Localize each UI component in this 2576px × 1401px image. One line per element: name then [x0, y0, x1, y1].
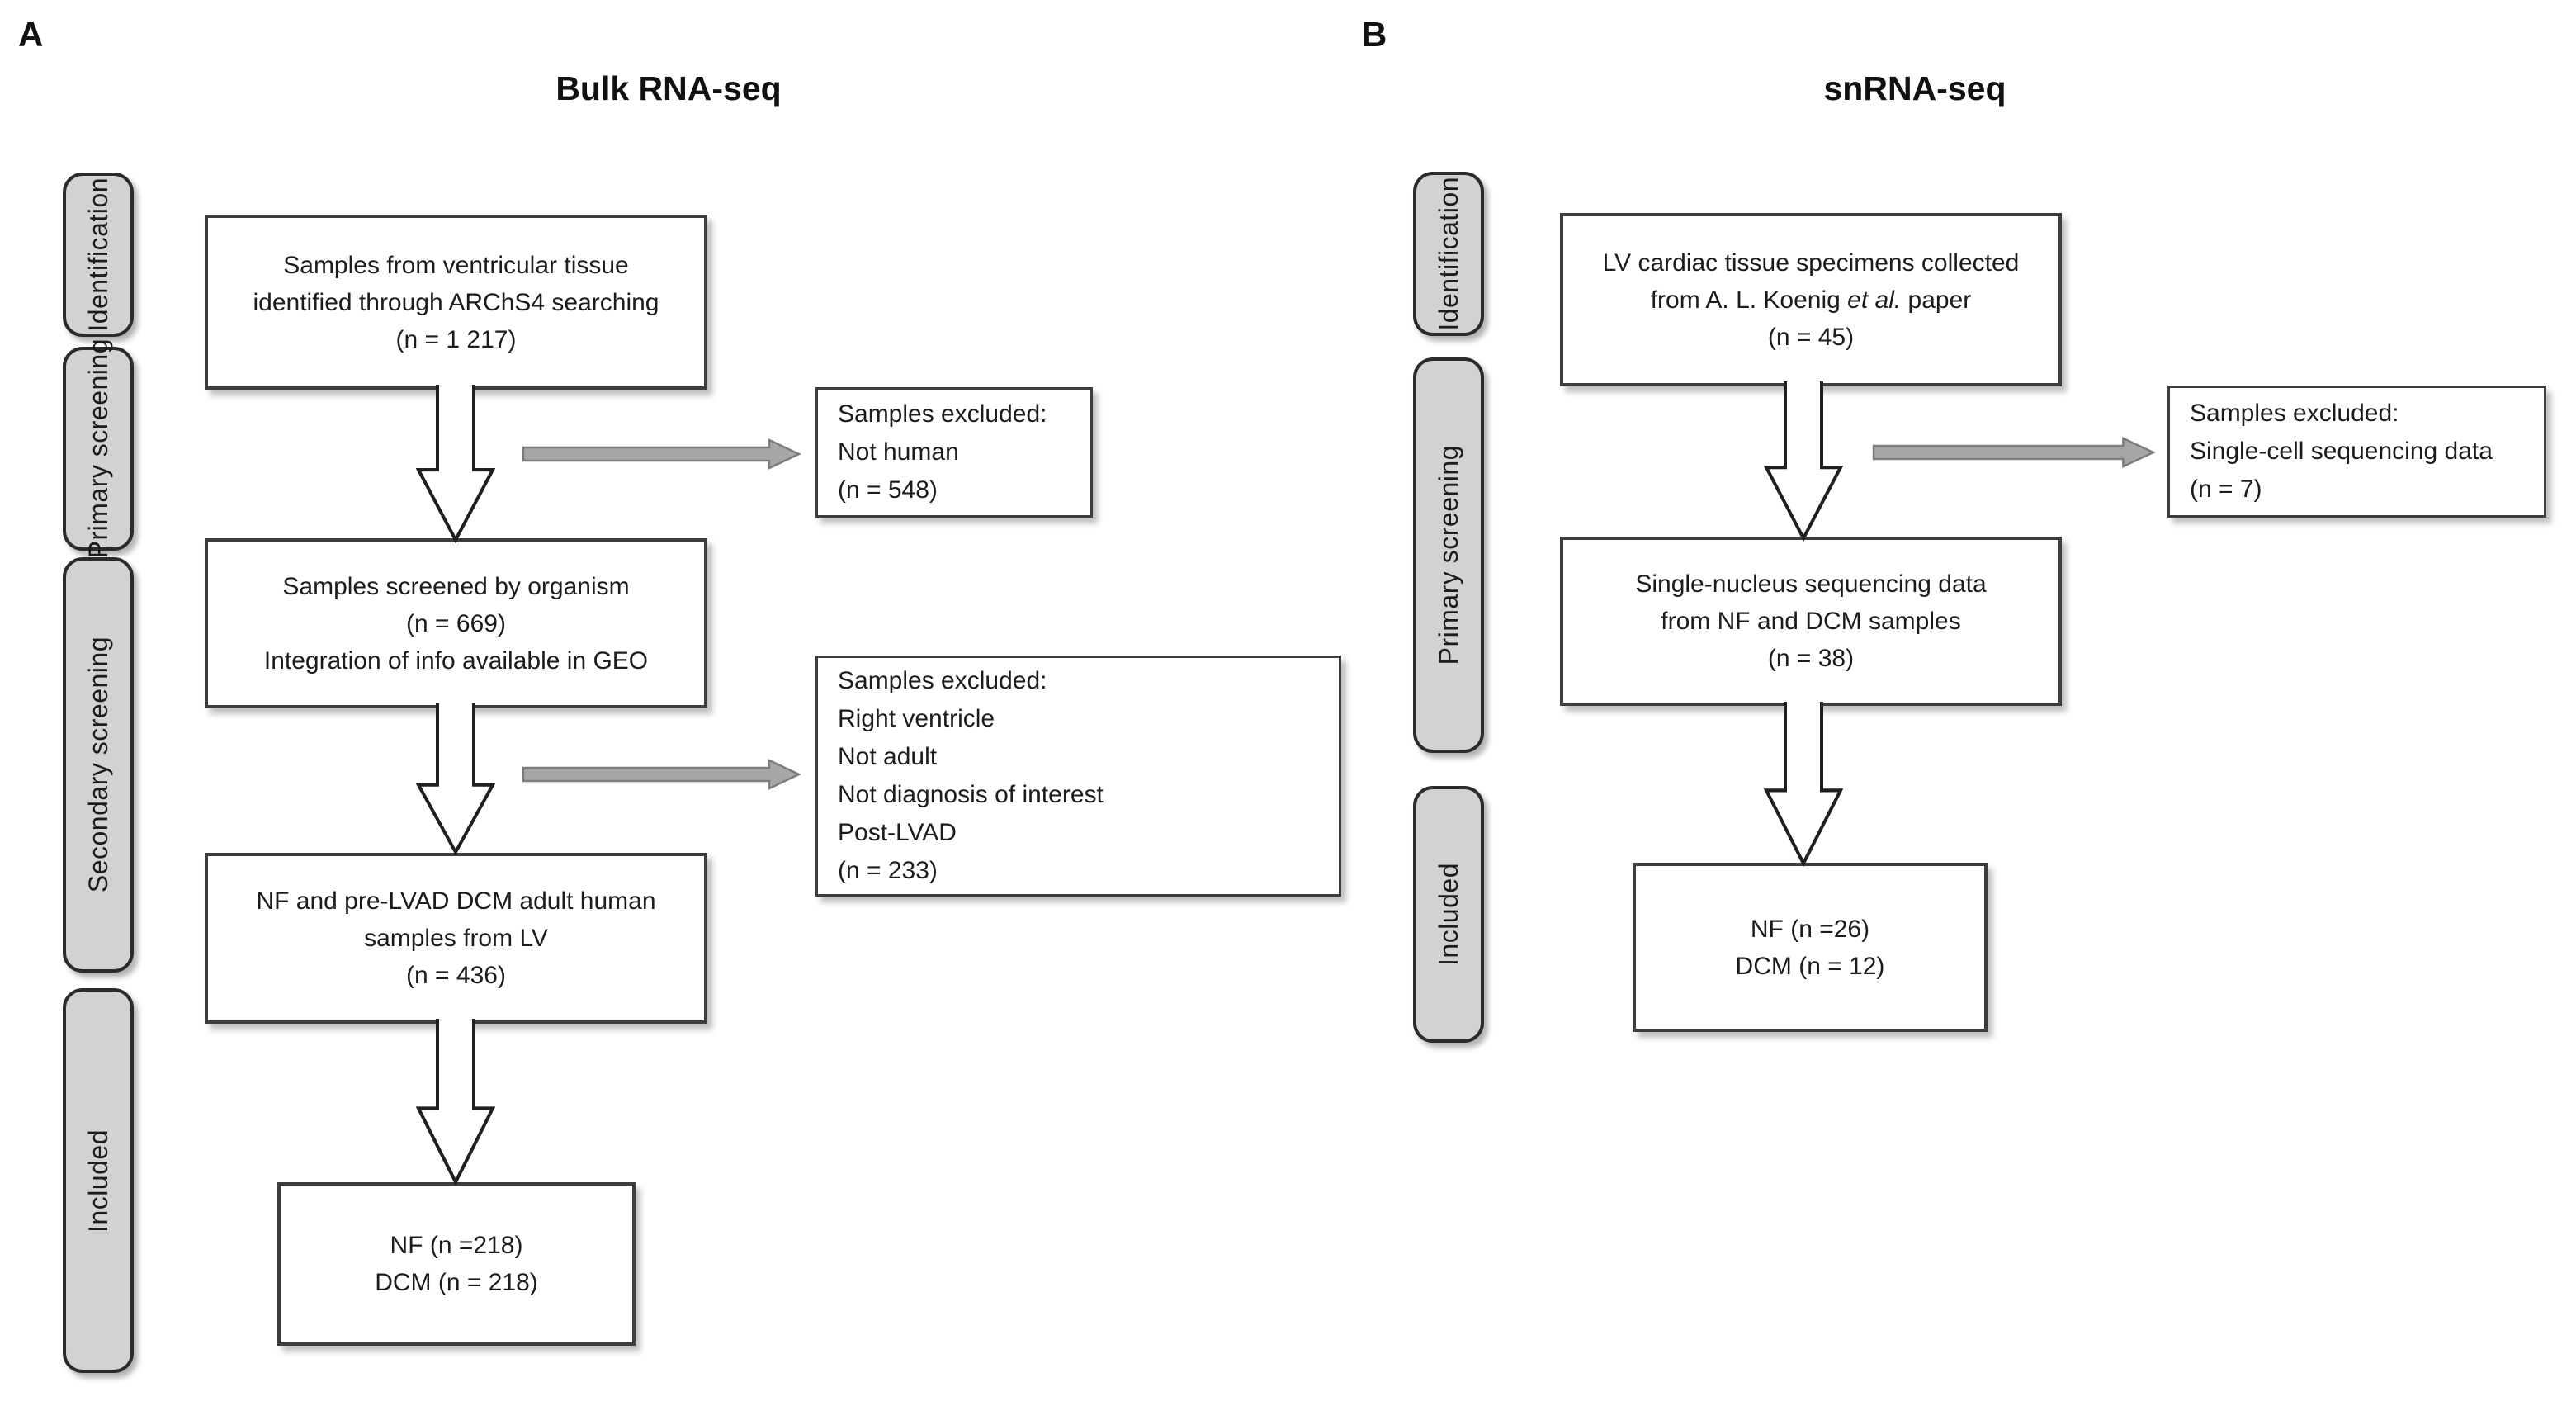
text-line: Not adult [838, 743, 938, 770]
panel-a-excluded-box-2: Samples excluded: Right ventricle Not ad… [815, 656, 1341, 897]
text-line: from A. L. Koenig et al. paper [1651, 282, 1972, 319]
down-arrow-a2 [416, 703, 495, 855]
text-line: NF and pre-LVAD DCM adult human [256, 887, 656, 915]
text-line: (n = 1 217) [395, 325, 517, 353]
text-line: from NF and DCM samples [1661, 608, 1961, 635]
text-line: Not diagnosis of interest [838, 781, 1104, 808]
text-line: Post-LVAD [838, 819, 957, 846]
text-line: Samples excluded: [838, 400, 1047, 428]
down-arrow-a1 [416, 385, 495, 543]
exclusion-arrow-a1 [522, 438, 801, 470]
panel-a-stage-included: Included [63, 988, 134, 1373]
panel-b-label: B [1362, 15, 1387, 54]
stage-label: Primary screening [83, 338, 113, 559]
stage-label: Included [83, 1129, 113, 1233]
text-line: Single-nucleus sequencing data [1635, 570, 1987, 598]
text-line: Samples screened by organism [282, 572, 630, 600]
text-line: (n = 233) [838, 857, 938, 884]
text-line: identified through ARChS4 searching [253, 288, 659, 316]
text-line: Samples excluded: [838, 667, 1047, 694]
text-line: Samples from ventricular tissue [283, 251, 629, 279]
panel-a-stage-primary-screening: Primary screening [63, 338, 134, 559]
text-line: DCM (n = 12) [1735, 952, 1885, 980]
text-line: (n = 45) [1767, 323, 1855, 351]
text-line: Not human [838, 438, 959, 466]
panel-b-excluded-box-1: Samples excluded: Single-cell sequencing… [2167, 386, 2546, 518]
stage-label: Secondary screening [83, 637, 113, 893]
text-line: Single-cell sequencing data [2190, 438, 2493, 465]
panel-a-primary-screening-box: Samples screened by organism (n = 669) I… [205, 538, 707, 708]
text-segment-italic: et al. [1847, 286, 1902, 314]
panel-b-stage-included: Included [1413, 786, 1484, 1043]
panel-a-excluded-box-1: Samples excluded: Not human (n = 548) [815, 387, 1093, 518]
panel-a-included-box: NF (n =218) DCM (n = 218) [277, 1182, 636, 1346]
text-line: (n = 7) [2190, 476, 2262, 503]
stage-label: Identification [1433, 177, 1463, 331]
text-line: (n = 669) [406, 609, 506, 637]
exclusion-arrow-b1 [1872, 437, 2156, 468]
down-arrow-b2 [1764, 702, 1843, 867]
text-line: Integration of info available in GEO [263, 646, 649, 674]
panel-a-secondary-screening-box: NF and pre-LVAD DCM adult human samples … [205, 853, 707, 1024]
text-line: (n = 548) [838, 476, 938, 504]
text-line: DCM (n = 218) [375, 1269, 538, 1296]
panel-a-identification-box: Samples from ventricular tissue identifi… [205, 215, 707, 390]
panel-b-identification-box: LV cardiac tissue specimens collected fr… [1560, 213, 2062, 386]
text-segment: paper [1901, 286, 1972, 314]
down-arrow-a3 [416, 1019, 495, 1186]
text-line: samples from LV [364, 925, 548, 952]
down-arrow-b1 [1764, 381, 1843, 542]
panel-b-included-box: NF (n =26) DCM (n = 12) [1633, 863, 1988, 1032]
text-line: Samples excluded: [2190, 400, 2399, 427]
panel-a-label: A [18, 15, 44, 54]
text-line: (n = 436) [406, 962, 506, 989]
text-line: Right ventricle [838, 705, 995, 732]
text-line: (n = 38) [1767, 645, 1855, 672]
text-line: NF (n =26) [1750, 915, 1870, 943]
panel-a-stage-identification: Identification [63, 173, 134, 337]
text-line: LV cardiac tissue specimens collected [1602, 248, 2020, 277]
panel-b-title: snRNA-seq [1823, 69, 2006, 107]
panel-b-stage-identification: Identification [1413, 172, 1484, 336]
panel-b-stage-primary-screening: Primary screening [1413, 357, 1484, 753]
text-line: NF (n =218) [390, 1232, 523, 1259]
stage-label: Identification [83, 177, 113, 332]
panel-a-stage-secondary-screening: Secondary screening [63, 557, 134, 973]
stage-label: Included [1433, 863, 1463, 966]
text-segment: from A. L. Koenig [1650, 286, 1848, 314]
panel-b-primary-screening-box: Single-nucleus sequencing data from NF a… [1560, 537, 2062, 706]
stage-label: Primary screening [1433, 445, 1463, 665]
exclusion-arrow-a2 [522, 759, 801, 790]
panel-a-title: Bulk RNA-seq [555, 69, 782, 107]
